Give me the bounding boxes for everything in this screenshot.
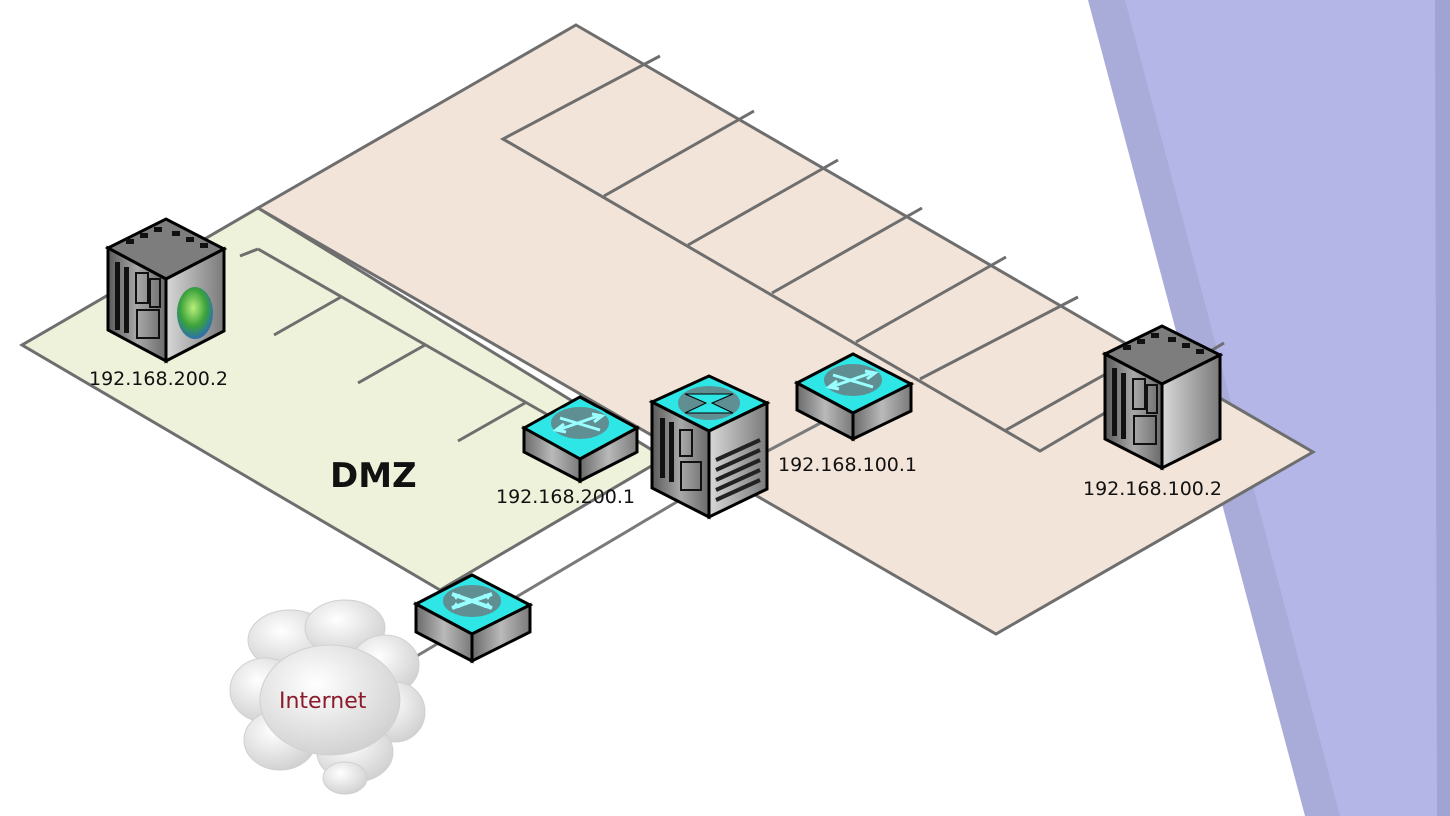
web-server-label: 192.168.200.2	[89, 368, 228, 390]
internal-server-label: 192.168.100.2	[1083, 478, 1222, 500]
dmz-switch-label: 192.168.200.1	[496, 486, 635, 508]
internet-cloud-icon	[229, 599, 426, 795]
edge-router-icon[interactable]	[412, 573, 534, 664]
internet-label: Internet	[279, 689, 367, 714]
dmz-switch-icon[interactable]	[520, 395, 641, 484]
dmz-zone-label: DMZ	[330, 456, 417, 496]
firewall-icon[interactable]	[648, 374, 771, 520]
web-server-icon[interactable]	[104, 217, 228, 364]
internal-zone	[254, 23, 1317, 636]
internal-switch-icon[interactable]	[793, 352, 915, 442]
globe-icon	[177, 287, 213, 339]
background-wall	[1088, 0, 1450, 816]
internal-server-icon[interactable]	[1101, 324, 1224, 471]
internal-switch-label: 192.168.100.1	[778, 454, 917, 476]
